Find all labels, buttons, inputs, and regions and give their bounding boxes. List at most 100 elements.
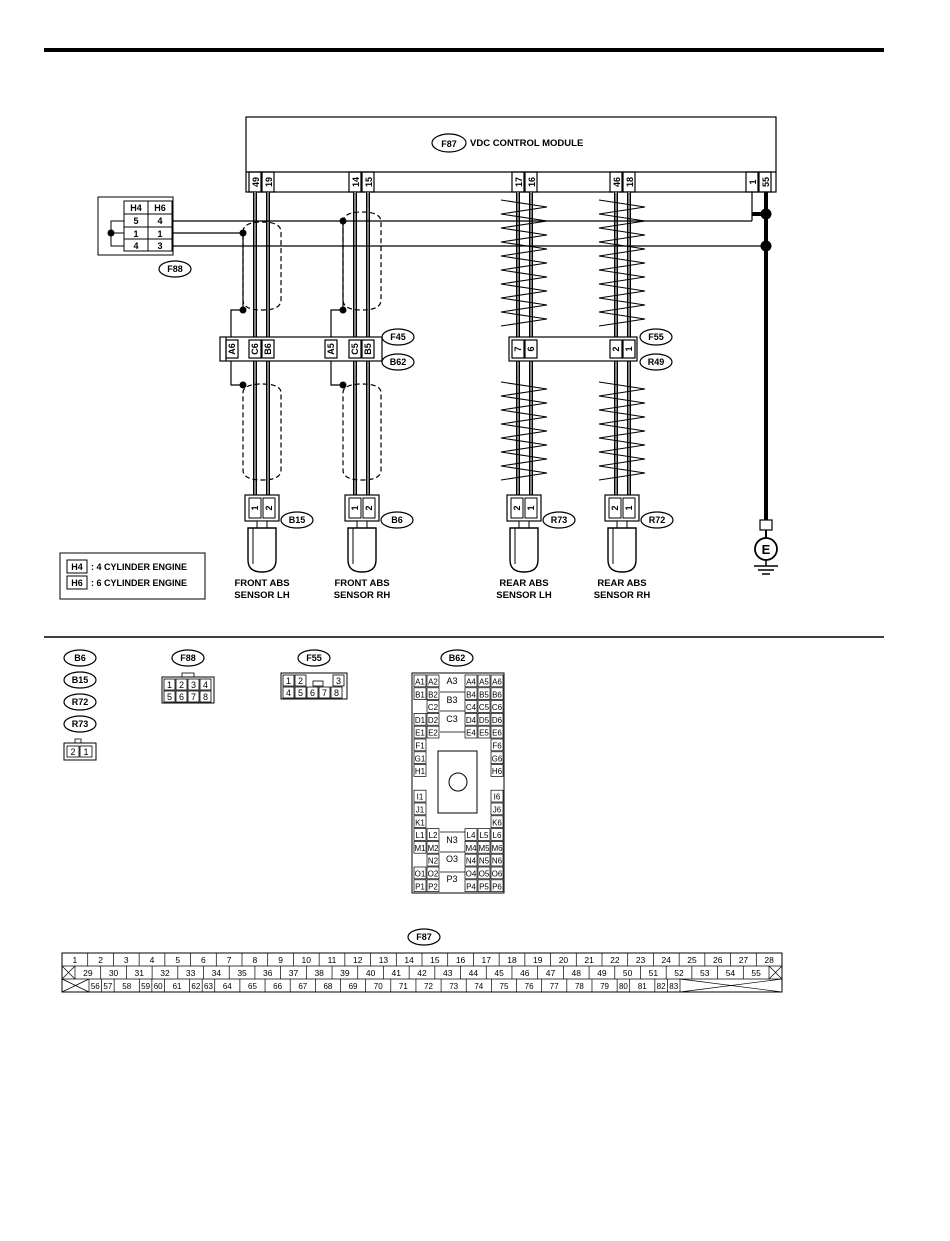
pin-cell [464,853,478,867]
f88-pin: 4 [157,216,162,226]
sensor-pin: 2 [264,505,274,510]
pin-cell [477,700,491,713]
top-rule [44,48,884,52]
inline-pin: B6 [263,343,273,355]
pin-number: A5 [479,678,489,687]
pin-number: D6 [492,716,503,725]
pin-number: O6 [492,870,503,879]
sensor-pin-box [622,497,636,519]
sensor-name-line1: FRONT ABS [234,578,289,589]
pin-cell [426,853,440,867]
pin-cell [490,713,504,726]
pin-number: O3 [446,854,458,864]
sensor-name-line2: SENSOR RH [594,590,651,601]
pin-number: A2 [428,678,438,687]
pin-cell [464,700,478,713]
sensor-connector [604,494,640,522]
connector-id-badge [63,649,97,667]
rear-inline-pins: 7 6 2 1 [513,346,634,351]
sensor-body [247,527,277,573]
pin-number: 43 [443,968,453,978]
pin-cell [426,725,440,739]
pin-cell [426,713,440,726]
pin-number: 13 [379,955,389,965]
pin-number: 74 [474,982,483,991]
inline-pin: 2 [611,346,621,351]
vdc-control-module [245,116,777,193]
connector-id-badge [440,649,474,667]
pin-number: 46 [520,968,530,978]
pin-cell [413,866,427,880]
pin-number: 30 [109,968,119,978]
blank-cross [768,965,783,980]
pin-number: 35 [237,968,247,978]
pin-number: 2 [179,680,184,690]
ground-wire [752,192,768,520]
connector-latch [312,680,324,687]
pin-number: N2 [428,857,439,866]
pin-cell [490,789,504,803]
face-pin: 2 [70,747,75,757]
pin-number: 4 [203,680,208,690]
face-pin: 1 [83,747,88,757]
pin-number: 28 [764,955,774,965]
sensor-neck [518,520,530,529]
pin-number: 55 [751,968,761,978]
pin-number: E2 [428,729,438,738]
module-pin: 55 [761,177,771,187]
pin-cell [464,841,478,854]
sensor-pin: 1 [624,505,634,510]
pin-number: 5 [167,692,172,702]
module-id-badge [431,133,467,153]
pin-number: G1 [415,754,426,763]
sensor-connector [506,494,542,522]
ground-label: E [762,542,771,557]
pin-cell [464,866,478,880]
inline-pin: A6 [227,343,237,355]
sensor-pin: 2 [364,505,374,510]
sensor-pin: 1 [526,505,536,510]
pin-number: D2 [428,716,439,725]
pin-number: 33 [186,968,196,978]
pin-cell [490,725,504,739]
pin-number: 20 [559,955,569,965]
pin-number: A3 [446,676,457,686]
sensor-pin-box [248,497,262,519]
pin-cell [490,802,504,816]
sensor-id: R73 [551,515,568,525]
connector-latch [181,672,195,678]
pin-number: D1 [415,716,426,725]
module-pin: 14 [351,177,361,187]
front-inline-pins: A6 C6 B6 A5 C5 B5 [227,343,373,355]
pin-number: 19 [533,955,543,965]
pin-number: 1 [167,680,172,690]
pin-number: P2 [428,882,438,891]
pin-cell [426,879,440,892]
pin-number: 48 [571,968,581,978]
pin-cell [490,738,504,752]
pin-cell [477,866,491,880]
pin-number: 29 [83,968,93,978]
pin-cell [477,853,491,867]
sensor-body [347,527,377,573]
pin-cell [294,686,307,699]
pin-number: 62 [191,982,200,991]
pin-cell [413,725,427,739]
pin-number: 10 [302,955,312,965]
pin-number: 15 [430,955,440,965]
sensor-body [509,527,539,573]
pin-number: L4 [467,831,476,840]
pin-number: A6 [492,678,502,687]
pin-number: L2 [429,831,438,840]
pin-number: 82 [657,982,666,991]
inline-pin: B5 [363,343,373,355]
pin-number: 71 [399,982,408,991]
pin-number: 39 [340,968,350,978]
f88-pin: 3 [157,241,162,251]
pin-number: 76 [525,982,534,991]
pin-cell [187,678,200,691]
pin-cell [282,674,295,687]
